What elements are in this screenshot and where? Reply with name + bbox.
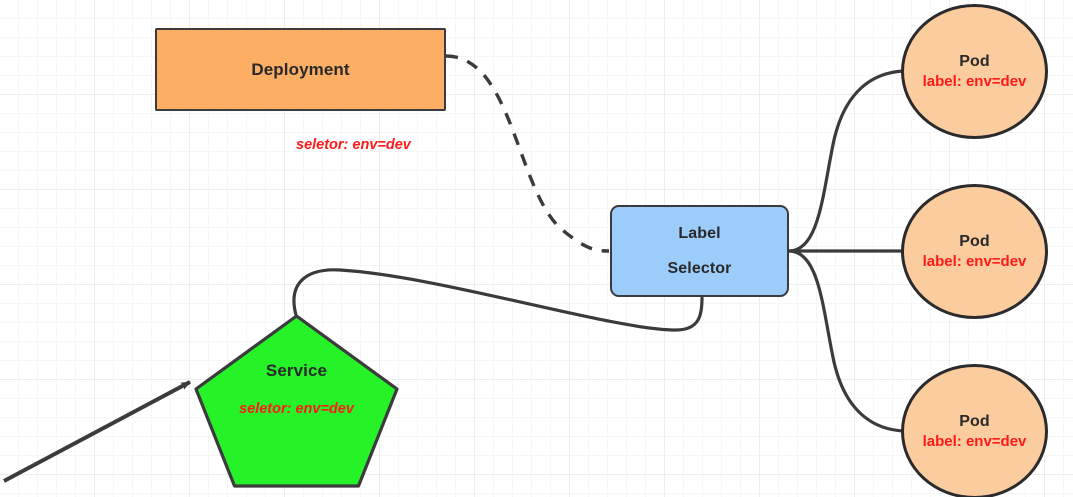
node-pod-1[interactable]: Pod label: env=dev <box>901 4 1048 139</box>
edge-inbound-traffic-to-service <box>3 380 191 483</box>
deployment-label: Deployment <box>251 59 350 79</box>
node-service[interactable]: Service seletor: env=dev <box>194 314 399 488</box>
node-pod-2[interactable]: Pod label: env=dev <box>901 184 1048 319</box>
edge-deployment-to-label-selector <box>445 54 610 253</box>
label-selector-line-2: Selector <box>667 259 732 277</box>
edge-label-selector-to-pod-1 <box>787 69 907 253</box>
pentagon-shape <box>194 314 399 488</box>
pod-selector-label: label: env=dev <box>922 73 1027 90</box>
pod-selector-label: label: env=dev <box>922 253 1027 270</box>
label-selector-line-1: Label <box>678 224 721 242</box>
node-label-selector[interactable]: Label Selector <box>610 205 789 297</box>
service-label: Service <box>265 361 328 380</box>
node-deployment[interactable]: Deployment <box>155 28 446 111</box>
pod-label: Pod <box>959 233 990 250</box>
pod-label: Pod <box>959 53 990 70</box>
deployment-selector-caption: seletor: env=dev <box>296 137 411 153</box>
pod-selector-label: label: env=dev <box>922 433 1027 450</box>
pod-label: Pod <box>959 413 990 430</box>
edge-label-selector-to-pod-3 <box>787 249 907 433</box>
node-pod-3[interactable]: Pod label: env=dev <box>901 364 1048 497</box>
service-selector-label: seletor: env=dev <box>239 401 354 417</box>
